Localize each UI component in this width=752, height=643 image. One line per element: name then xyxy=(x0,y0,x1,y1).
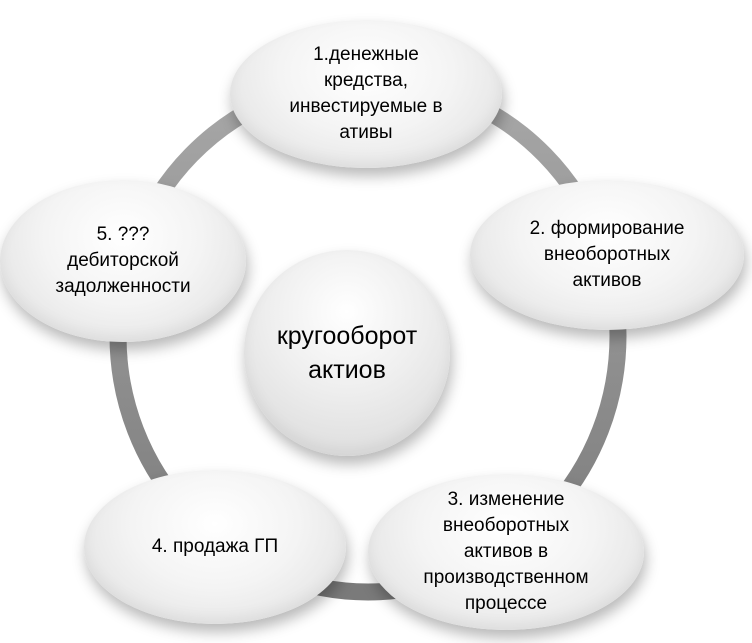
center-label: кругооборот актиов xyxy=(276,322,418,384)
stage-label-2: 2. формирование внеоборотных активов xyxy=(529,218,685,291)
stage-node-2: 2. формирование внеоборотных активов xyxy=(470,180,744,330)
stage-node-5: 5. ??? дебиторской задолженности xyxy=(0,180,246,342)
stage-label-4: 4. продажа ГП xyxy=(151,536,279,557)
stage-label-3: 3. изменение внеоборотных активов в прои… xyxy=(423,489,589,614)
stage-label-5: 5. ??? дебиторской задолженности xyxy=(55,224,191,297)
stage-node-1: 1.денежные кредства, инвестируемые в ати… xyxy=(230,20,502,168)
center-node: кругооборот актиов xyxy=(244,250,450,456)
stage-node-4: 4. продажа ГП xyxy=(84,470,346,624)
stage-label-1: 1.денежные кредства, инвестируемые в ати… xyxy=(289,44,443,143)
stage-node-3: 3. изменение внеоборотных активов в прои… xyxy=(368,474,644,630)
